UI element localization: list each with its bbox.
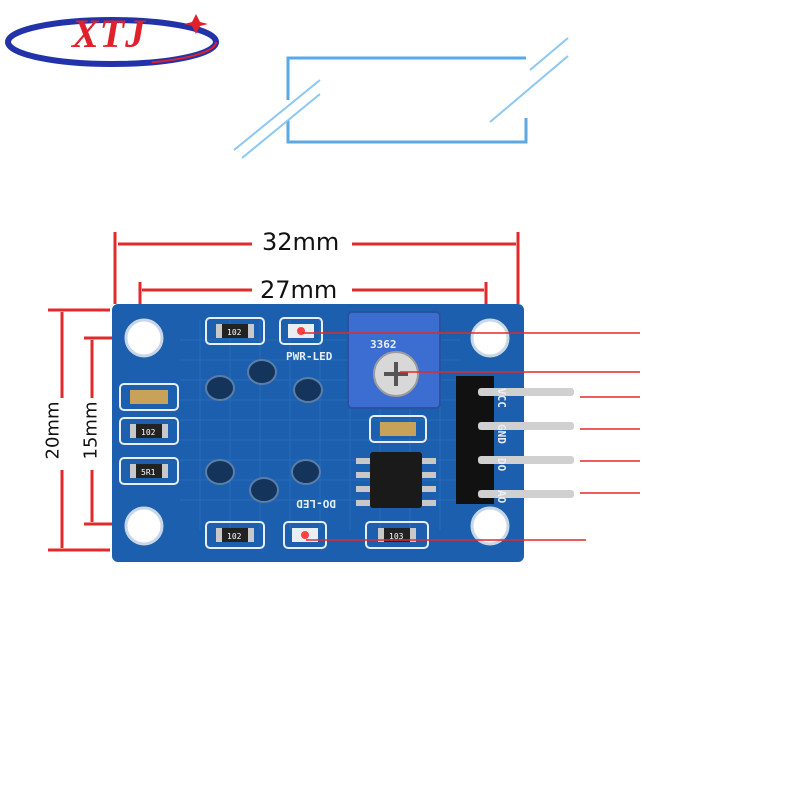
res-bottom-left-label: 102 xyxy=(227,532,242,541)
res-bottom-right-label: 103 xyxy=(389,532,404,541)
res-left-bottom-label: 5R1 xyxy=(141,468,156,477)
width-holes-label: 27mm xyxy=(260,276,338,304)
trimpot xyxy=(347,311,441,409)
decorative-frame xyxy=(233,37,569,159)
trimpot-label: 3362 xyxy=(370,338,397,351)
width-total-label: 32mm xyxy=(262,228,340,256)
height-holes-label: 15mm xyxy=(80,401,102,460)
res-top-label: 102 xyxy=(227,328,242,337)
callout-lines xyxy=(302,332,640,541)
pin-gnd-label: GND xyxy=(495,424,508,444)
dimension-lines xyxy=(48,232,520,552)
pwr-led-label: PWR-LED xyxy=(286,350,333,363)
brand-logo: XTJ xyxy=(0,0,230,80)
ic-chip xyxy=(356,452,436,508)
height-total-label: 20mm xyxy=(42,401,64,460)
logo-text: XTJ xyxy=(72,11,147,56)
pin-vcc-label: VCC xyxy=(495,388,508,408)
smd-parts xyxy=(119,317,429,549)
header-pins xyxy=(456,376,574,504)
pin-do-label: DO xyxy=(495,458,508,472)
logo-swoosh xyxy=(5,14,219,67)
do-led-label: DO-LED xyxy=(296,497,336,510)
res-left-mid-label: 102 xyxy=(141,428,156,437)
pin-ao-label: AO xyxy=(495,490,508,504)
solder-joints xyxy=(205,359,323,503)
